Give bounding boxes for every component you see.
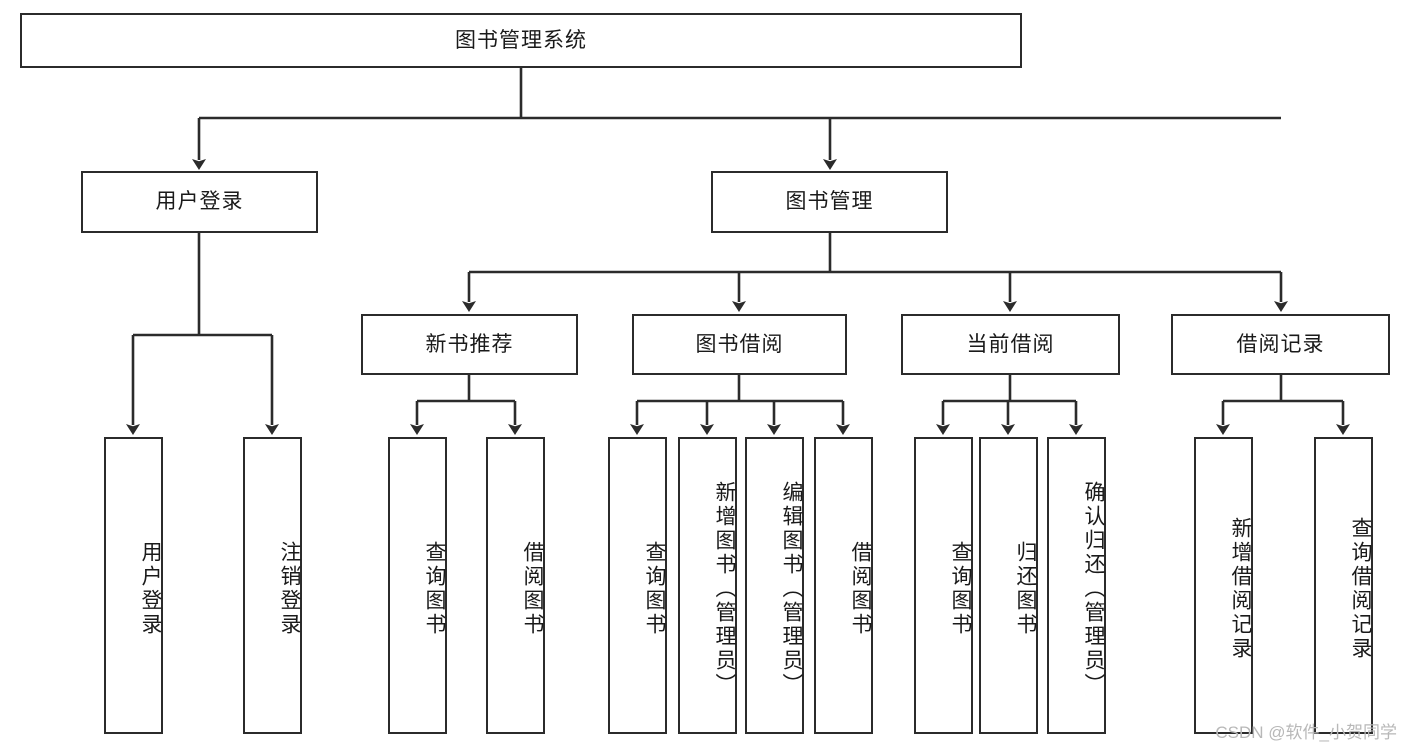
node-label: 借阅图书 (849, 540, 872, 637)
node-label: 新增借阅记录 (1229, 516, 1252, 661)
node-label: 查询图书 (949, 540, 972, 637)
node-label: 新书推荐 (425, 332, 514, 356)
node-user-login[interactable]: 用户登录 (81, 171, 318, 233)
node-label: 归还图书 (1014, 540, 1037, 637)
node-new-book-recommend[interactable]: 新书推荐 (361, 314, 578, 375)
leaf-edit-book[interactable]: 编辑图书（管理员） (745, 437, 804, 734)
node-label: 新增图书（管理员） (713, 480, 736, 697)
node-book-borrow[interactable]: 图书借阅 (632, 314, 847, 375)
node-label: 图书管理 (785, 190, 874, 214)
leaf-query-record[interactable]: 查询借阅记录 (1314, 437, 1373, 734)
leaf-return-book[interactable]: 归还图书 (979, 437, 1038, 734)
leaf-borrow-book-2[interactable]: 借阅图书 (814, 437, 873, 734)
node-book-manage[interactable]: 图书管理 (711, 171, 948, 233)
node-label: 图书借阅 (695, 332, 784, 356)
node-label: 编辑图书（管理员） (780, 480, 803, 697)
node-label: 查询图书 (643, 540, 666, 637)
node-label: 注销登录 (278, 540, 301, 637)
node-label: 借阅记录 (1236, 332, 1325, 356)
node-label: 查询借阅记录 (1349, 516, 1372, 661)
leaf-add-record[interactable]: 新增借阅记录 (1194, 437, 1253, 734)
node-label: 用户登录 (155, 190, 244, 214)
node-root-system[interactable]: 图书管理系统 (20, 13, 1022, 68)
leaf-query-book-1[interactable]: 查询图书 (388, 437, 447, 734)
node-label: 确认归还（管理员） (1082, 480, 1105, 697)
leaf-user-login[interactable]: 用户登录 (104, 437, 163, 734)
node-borrow-record[interactable]: 借阅记录 (1171, 314, 1390, 375)
node-label: 当前借阅 (966, 332, 1055, 356)
leaf-query-book-2[interactable]: 查询图书 (608, 437, 667, 734)
leaf-user-logout[interactable]: 注销登录 (243, 437, 302, 734)
leaf-confirm-return[interactable]: 确认归还（管理员） (1047, 437, 1106, 734)
leaf-borrow-book-1[interactable]: 借阅图书 (486, 437, 545, 734)
node-label: 图书管理系统 (455, 28, 587, 52)
node-label: 查询图书 (423, 540, 446, 637)
leaf-add-book[interactable]: 新增图书（管理员） (678, 437, 737, 734)
node-label: 借阅图书 (521, 540, 544, 637)
node-current-borrow[interactable]: 当前借阅 (901, 314, 1120, 375)
leaf-query-book-3[interactable]: 查询图书 (914, 437, 973, 734)
node-label: 用户登录 (139, 540, 162, 637)
